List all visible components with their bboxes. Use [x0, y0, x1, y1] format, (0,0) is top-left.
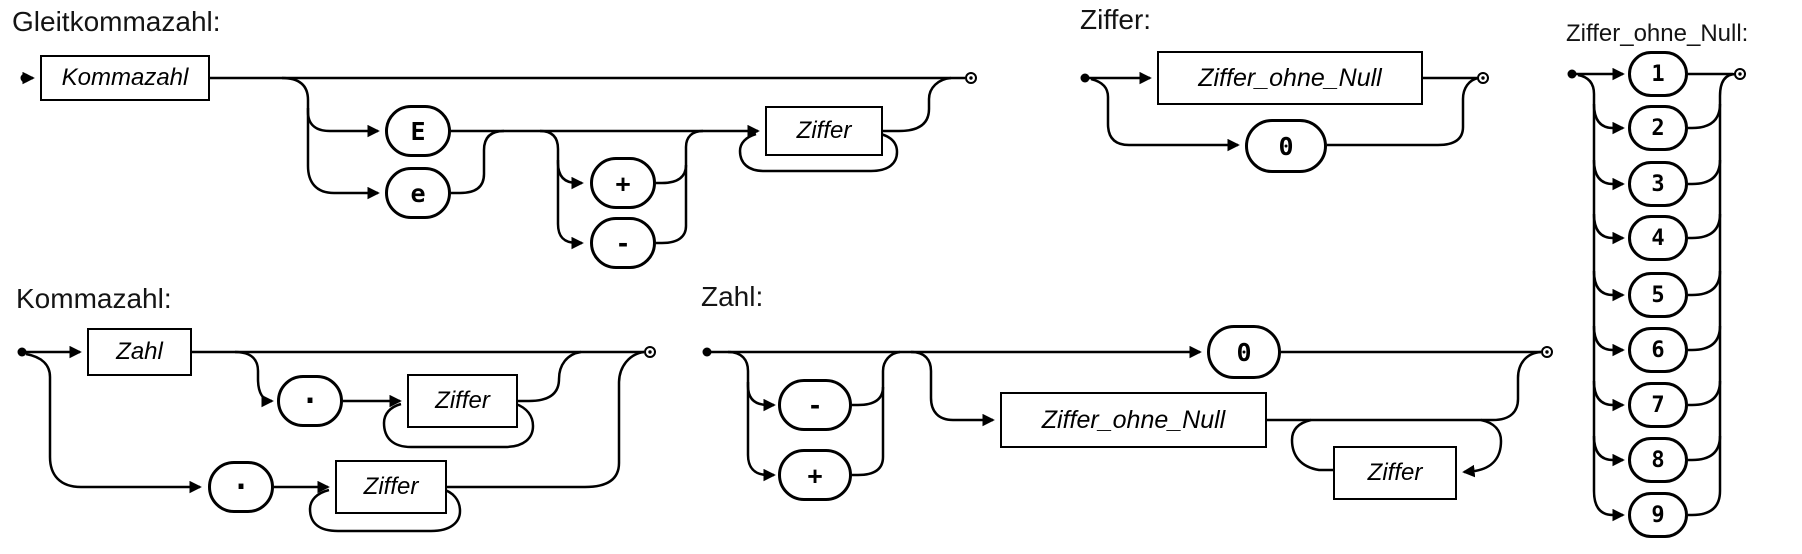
terminal-E: E: [385, 105, 451, 157]
rejoin-3: [1688, 159, 1722, 186]
branch-8: [1592, 435, 1625, 467]
branch-dot-lower: [25, 352, 202, 494]
ziffer-rejoin: [883, 76, 952, 133]
minus-rejoin: [656, 165, 688, 245]
branch-ziffer-ohne-null: [910, 350, 995, 427]
end-circle-dot: [1738, 72, 1742, 76]
right-rail: [1718, 72, 1737, 491]
ziffer-loop-right: [1462, 418, 1503, 478]
rejoin-7: [1688, 380, 1722, 407]
branch-zero: [1090, 77, 1240, 152]
ziffer-loop-left: [1290, 418, 1333, 472]
terminal-dot-lower: .: [208, 461, 274, 513]
terminal-e: e: [385, 167, 451, 219]
gleitkommazahl-rule-title: Gleitkommazahl:: [12, 6, 221, 37]
branch-4: [1592, 213, 1625, 245]
ziffer-ohne-null-lines: [1567, 67, 1746, 522]
rejoin-8: [1688, 435, 1722, 462]
ziffer-nonterminal-box: Ziffer: [765, 106, 883, 156]
kommazahl-nonterminal-box: Kommazahl: [40, 55, 210, 101]
ziffer-repeat-loop-lower: [308, 487, 462, 533]
gleitkommazahl-lines: [20, 71, 977, 250]
ziffer-ohne-null-rejoin: [1267, 350, 1542, 422]
ziffer-ohne-null-nonterminal-box: Ziffer_ohne_Null: [1157, 51, 1423, 105]
minus-rejoin: [852, 350, 901, 407]
end-circle-dot: [1481, 76, 1485, 80]
plus-rejoin: [656, 129, 704, 185]
branch-minus: [556, 160, 584, 250]
terminal-digit-4: 4: [1628, 215, 1688, 261]
terminal-minus: -: [778, 379, 852, 431]
rejoin-5: [1688, 270, 1722, 297]
branch-6: [1592, 325, 1625, 357]
ziffer-lines: [1080, 71, 1489, 152]
branch-e: [306, 108, 380, 200]
terminal-digit-7: 7: [1628, 382, 1688, 428]
left-rail: [1577, 73, 1596, 491]
plus-rejoin: [852, 387, 885, 477]
e-rejoin: [451, 129, 505, 195]
terminal-digit-6: 6: [1628, 327, 1688, 373]
terminal-digit-1: 1: [1628, 51, 1688, 97]
branch-dot-upper: [234, 350, 274, 408]
terminal-dot-upper: .: [277, 375, 343, 427]
ziffer-nonterminal-box-lower: Ziffer: [335, 460, 447, 514]
terminal-digit-8: 8: [1628, 437, 1688, 483]
branch-plus: [746, 382, 776, 482]
kommazahl-lines: [17, 345, 656, 533]
ziffer-ohne-null-rule-title: Ziffer_ohne_Null:: [1566, 20, 1749, 47]
branch-minus: [727, 350, 776, 412]
terminal-plus: +: [778, 449, 852, 501]
branch-plus: [539, 129, 584, 190]
ziffer-nonterminal-box-upper: Ziffer: [407, 374, 518, 428]
upper-rejoin: [518, 350, 582, 403]
zahl-rule-title: Zahl:: [701, 281, 764, 312]
zero-rejoin: [1327, 76, 1479, 147]
zahl-nonterminal-box: Zahl: [87, 328, 192, 376]
terminal-digit-3: 3: [1628, 161, 1688, 207]
rejoin-9: [1688, 490, 1722, 517]
rejoin-2: [1688, 103, 1722, 130]
terminal-plus: +: [590, 157, 656, 209]
branch-7: [1592, 380, 1625, 412]
end-circle-dot: [1545, 350, 1549, 354]
ziffer-ohne-null-nonterminal-box: Ziffer_ohne_Null: [1000, 392, 1267, 448]
ziffer-repeat-loop-upper: [382, 402, 535, 449]
terminal-minus: -: [590, 217, 656, 269]
rejoin-6: [1688, 325, 1722, 352]
lower-rejoin: [447, 350, 645, 489]
branch-E: [281, 76, 380, 138]
end-circle-dot: [648, 350, 652, 354]
branch-5: [1592, 270, 1625, 302]
zahl-lines: [702, 345, 1553, 482]
kommazahl-rule-title: Kommazahl:: [16, 283, 172, 314]
terminal-zero: 0: [1245, 119, 1327, 173]
terminal-digit-5: 5: [1628, 272, 1688, 318]
terminal-digit-9: 9: [1628, 492, 1688, 538]
end-circle-dot: [969, 76, 973, 80]
branch-3: [1592, 159, 1625, 191]
ziffer-repeat-loop: [738, 132, 899, 173]
branch-9: [1592, 490, 1625, 522]
rejoin-4: [1688, 213, 1722, 240]
ziffer-rule-title: Ziffer:: [1080, 4, 1152, 35]
terminal-zero: 0: [1207, 325, 1281, 379]
branch-2: [1592, 103, 1625, 135]
ziffer-nonterminal-box: Ziffer: [1333, 446, 1457, 500]
terminal-digit-2: 2: [1628, 105, 1688, 151]
